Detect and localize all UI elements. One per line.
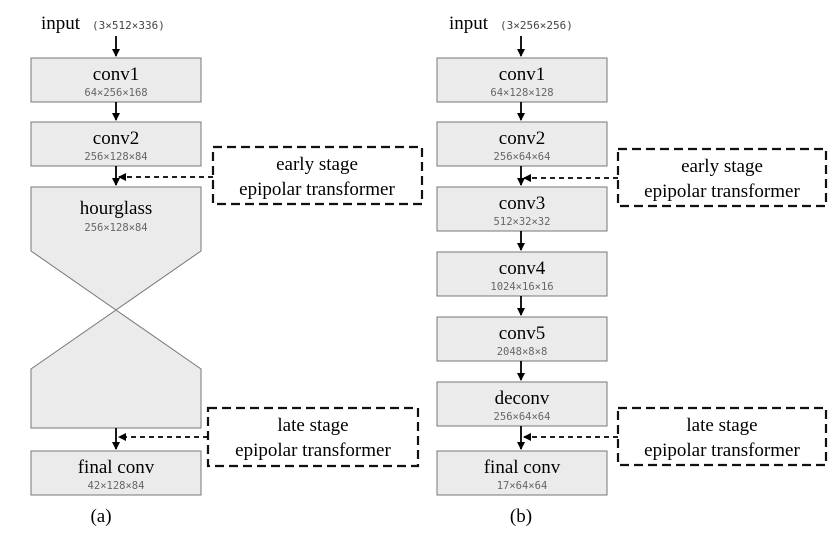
block-title: hourglass	[80, 198, 152, 219]
block-dims: 17×64×64	[497, 480, 548, 492]
panel-b-block-conv4: conv4 1024×16×16	[436, 251, 608, 297]
panel-a-early-stage-note: early stage epipolar transformer	[211, 145, 424, 206]
note-line-1: late stage	[277, 415, 348, 436]
note-line-1: early stage	[681, 156, 763, 177]
panel-a-block-final-conv: final conv 42×128×84	[30, 450, 202, 496]
panel-a-block-hourglass: hourglass 256×128×84	[30, 186, 202, 429]
panel-b: input (3×256×256) conv1 64×128×128 conv2…	[436, 13, 828, 527]
note-line-1: early stage	[276, 154, 358, 175]
block-title: deconv	[495, 388, 550, 409]
caption-a: (a)	[90, 506, 111, 527]
caption-b: (b)	[510, 506, 532, 527]
panel-b-block-conv2: conv2 256×64×64	[436, 121, 608, 167]
note-line-2: epipolar transformer	[644, 181, 800, 202]
block-title: conv1	[499, 64, 545, 85]
block-title: conv3	[499, 193, 545, 214]
block-dims: 42×128×84	[88, 480, 145, 492]
panel-b-input-label: input	[449, 13, 489, 34]
panel-a-block-conv2: conv2 256×128×84	[30, 121, 202, 167]
block-dims: 2048×8×8	[497, 346, 548, 358]
block-dims: 512×32×32	[494, 216, 551, 228]
panel-b-early-stage-note: early stage epipolar transformer	[616, 147, 828, 208]
block-dims: 64×128×128	[490, 87, 553, 99]
block-dims: 256×64×64	[494, 151, 551, 163]
panel-b-late-stage-note: late stage epipolar transformer	[616, 406, 828, 467]
block-title: conv1	[93, 64, 139, 85]
note-line-2: epipolar transformer	[644, 440, 800, 461]
panel-a-input-dims: (3×512×336)	[92, 19, 165, 32]
block-dims: 1024×16×16	[490, 281, 553, 293]
panel-b-block-deconv: deconv 256×64×64	[436, 381, 608, 427]
panel-a: input (3×512×336) conv1 64×256×168 conv2…	[30, 13, 424, 527]
block-title: final conv	[484, 457, 561, 478]
block-dims: 256×64×64	[494, 411, 551, 423]
block-title: conv2	[93, 128, 139, 149]
block-title: conv5	[499, 323, 545, 344]
block-dims: 64×256×168	[84, 87, 147, 99]
panel-b-input-dims: (3×256×256)	[500, 19, 573, 32]
panel-b-block-final-conv: final conv 17×64×64	[436, 450, 608, 496]
block-title: conv4	[499, 258, 546, 279]
panel-b-block-conv1: conv1 64×128×128	[436, 57, 608, 103]
block-title: conv2	[499, 128, 545, 149]
block-dims: 256×128×84	[84, 222, 147, 234]
note-line-1: late stage	[686, 415, 757, 436]
note-line-2: epipolar transformer	[239, 179, 395, 200]
block-title: final conv	[78, 457, 155, 478]
note-line-2: epipolar transformer	[235, 440, 391, 461]
panel-a-late-stage-note: late stage epipolar transformer	[206, 406, 420, 468]
panel-a-input-label: input	[41, 13, 81, 34]
panel-b-block-conv5: conv5 2048×8×8	[436, 316, 608, 362]
panel-b-block-conv3: conv3 512×32×32	[436, 186, 608, 232]
panel-a-block-conv1: conv1 64×256×168	[30, 57, 202, 103]
block-dims: 256×128×84	[84, 151, 147, 163]
